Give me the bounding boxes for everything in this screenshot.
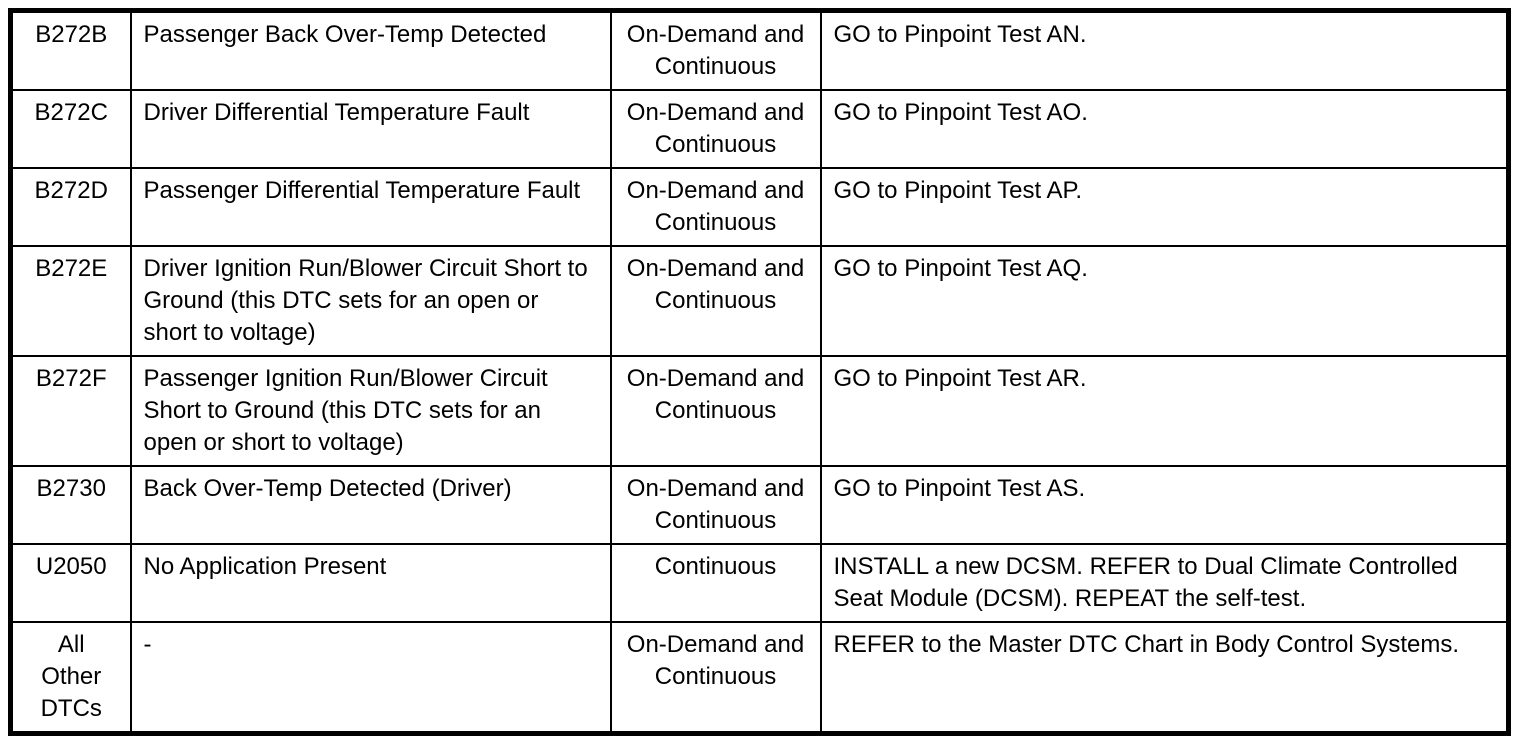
dtc-table-body: B272B Passenger Back Over-Temp Detected … (9, 9, 1510, 735)
dtc-description-cell: Passenger Differential Temperature Fault (129, 167, 612, 247)
table-row: B272B Passenger Back Over-Temp Detected … (9, 9, 1510, 91)
action-cell: INSTALL a new DCSM. REFER to Dual Climat… (819, 543, 1510, 623)
dtc-description-cell: No Application Present (129, 543, 612, 623)
dtc-code-cell: B272C (9, 89, 132, 169)
dtc-description-cell: Driver Differential Temperature Fault (129, 89, 612, 169)
dtc-description-cell: Driver Ignition Run/Blower Circuit Short… (129, 245, 612, 357)
self-test-type-cell: Continuous (609, 543, 822, 623)
action-cell: GO to Pinpoint Test AO. (819, 89, 1510, 169)
dtc-code-cell: B272F (9, 355, 132, 467)
table-row: B272F Passenger Ignition Run/Blower Circ… (9, 355, 1510, 467)
table-row: U2050 No Application Present Continuous … (9, 543, 1510, 623)
table-row: B2730 Back Over-Temp Detected (Driver) O… (9, 465, 1510, 545)
self-test-type-cell: On-Demand and Continuous (609, 9, 822, 91)
dtc-description-cell: Back Over-Temp Detected (Driver) (129, 465, 612, 545)
self-test-type-cell: On-Demand and Continuous (609, 355, 822, 467)
action-cell: GO to Pinpoint Test AN. (819, 9, 1510, 91)
dtc-code-cell: B272B (9, 9, 132, 91)
dtc-code-cell: B2730 (9, 465, 132, 545)
dtc-description-cell: Passenger Ignition Run/Blower Circuit Sh… (129, 355, 612, 467)
action-cell: GO to Pinpoint Test AQ. (819, 245, 1510, 357)
dtc-description-cell: Passenger Back Over-Temp Detected (129, 9, 612, 91)
table-row: B272C Driver Differential Temperature Fa… (9, 89, 1510, 169)
action-cell: REFER to the Master DTC Chart in Body Co… (819, 621, 1510, 735)
dtc-code-cell: U2050 (9, 543, 132, 623)
dtc-code-cell: B272E (9, 245, 132, 357)
self-test-type-cell: On-Demand and Continuous (609, 167, 822, 247)
table-row: B272D Passenger Differential Temperature… (9, 167, 1510, 247)
dtc-index-table: B272B Passenger Back Over-Temp Detected … (8, 8, 1511, 736)
action-cell: GO to Pinpoint Test AS. (819, 465, 1510, 545)
self-test-type-cell: On-Demand and Continuous (609, 245, 822, 357)
table-row: B272E Driver Ignition Run/Blower Circuit… (9, 245, 1510, 357)
self-test-type-cell: On-Demand and Continuous (609, 89, 822, 169)
self-test-type-cell: On-Demand and Continuous (609, 465, 822, 545)
dtc-code-cell: B272D (9, 167, 132, 247)
action-cell: GO to Pinpoint Test AP. (819, 167, 1510, 247)
self-test-type-cell: On-Demand and Continuous (609, 621, 822, 735)
action-cell: GO to Pinpoint Test AR. (819, 355, 1510, 467)
dtc-code-cell: All Other DTCs (9, 621, 132, 735)
dtc-description-cell: - (129, 621, 612, 735)
table-row: All Other DTCs - On-Demand and Continuou… (9, 621, 1510, 735)
